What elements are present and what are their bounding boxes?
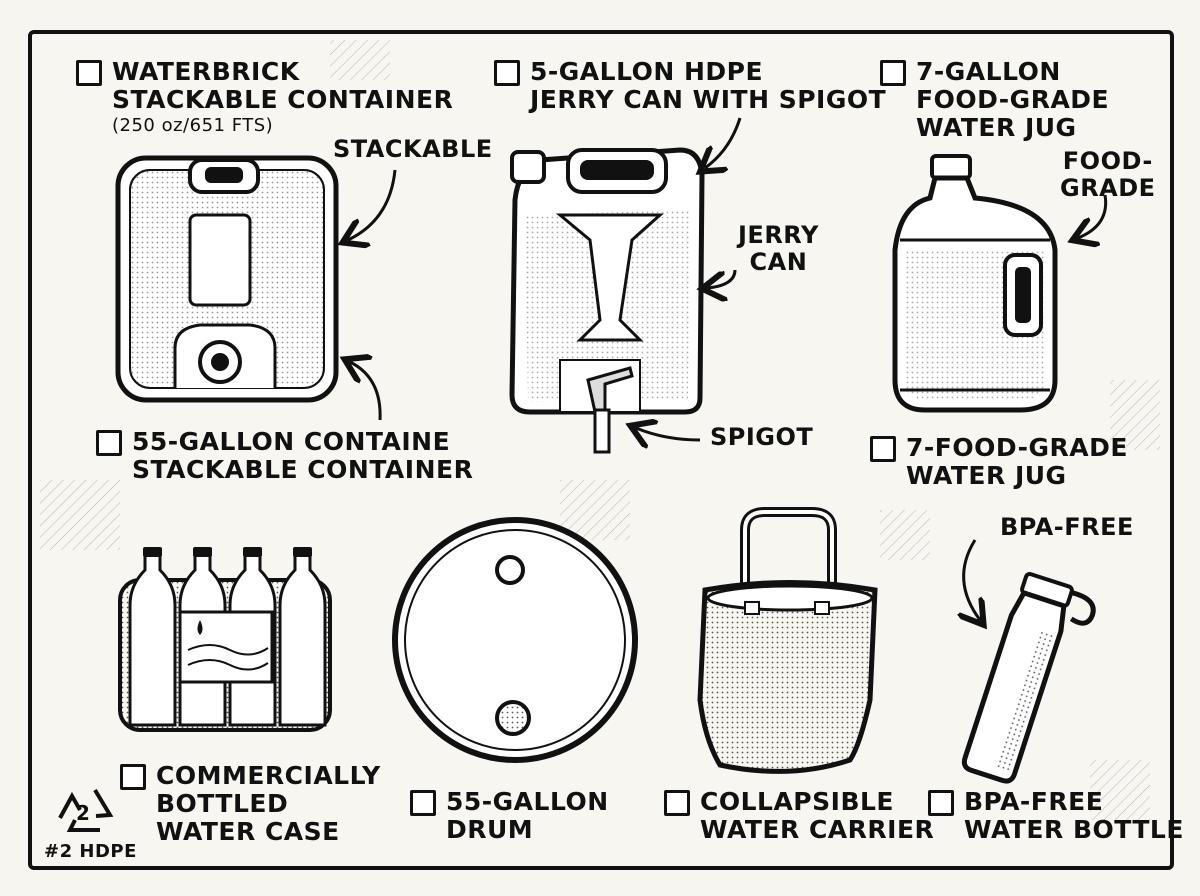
label-line: COLLAPSIBLE (700, 787, 895, 816)
label-drum: 55-GALLON DRUM (410, 788, 609, 844)
callout-line: GRADE (1060, 174, 1156, 202)
label-line: STACKABLE CONTAINER (132, 455, 474, 484)
checkbox-icon[interactable] (664, 790, 690, 816)
checkbox-icon[interactable] (494, 60, 520, 86)
checkbox-icon[interactable] (96, 430, 122, 456)
recycle-caption: #2 HDPE (44, 841, 137, 862)
jug-illustration (892, 154, 1058, 413)
callout-line: JERRY (738, 221, 819, 249)
label-line: 55-GALLON CONTAINE (132, 427, 451, 456)
label-line: WATER CASE (156, 817, 340, 846)
label-waterbrick: WATERBRICK STACKABLE CONTAINER (250 oz/6… (76, 58, 453, 138)
bpa-bottle-illustration (961, 572, 1096, 784)
label-line: DRUM (446, 815, 534, 844)
label-jug: 7-GALLON FOOD-GRADE WATER JUG (880, 58, 1109, 142)
checkbox-icon[interactable] (76, 60, 102, 86)
carrier-illustration (697, 507, 878, 774)
recycle-icon (58, 788, 114, 832)
waterbrick-illustration (115, 155, 339, 403)
checkbox-icon[interactable] (410, 790, 436, 816)
label-55-stackable: 55-GALLON CONTAINE STACKABLE CONTAINER (96, 428, 473, 484)
callout-spigot: SPIGOT (710, 423, 814, 451)
callout-bpa-free: BPA-FREE (1000, 513, 1134, 541)
label-jug-2: 7-FOOD-GRADE WATER JUG (870, 434, 1128, 490)
recycle-number: 2 (76, 801, 91, 825)
label-line: 7-GALLON (916, 57, 1061, 86)
label-jerry-can: 5-GALLON HDPE JERRY CAN WITH SPIGOT (494, 58, 886, 114)
label-carrier: COLLAPSIBLE WATER CARRIER (664, 788, 934, 844)
checkbox-icon[interactable] (880, 60, 906, 86)
label-line: WATER JUG (906, 461, 1067, 490)
callout-food-grade: FOOD- GRADE (1060, 148, 1156, 202)
bottled-water-illustration (118, 547, 332, 732)
label-line: WATER JUG (916, 113, 1077, 142)
callout-line: CAN (749, 248, 808, 276)
callout-stackable: STACKABLE (333, 135, 493, 163)
label-line: STACKABLE CONTAINER (112, 85, 454, 114)
label-line: 55-GALLON (446, 787, 609, 816)
label-bottled-water: COMMERCIALLY BOTTLED WATER CASE (120, 762, 381, 846)
label-line: WATER BOTTLE (964, 815, 1184, 844)
label-line: BOTTLED (156, 789, 289, 818)
label-line: BPA-FREE (964, 787, 1104, 816)
arrow-icon (348, 117, 1108, 620)
checkbox-icon[interactable] (120, 764, 146, 790)
label-line: WATER CARRIER (700, 815, 935, 844)
jerry-can-illustration (509, 147, 705, 454)
label-line: COMMERCIALLY (156, 761, 381, 790)
label-line: FOOD-GRADE (916, 85, 1110, 114)
label-line: WATERBRICK (112, 57, 300, 86)
checkbox-icon[interactable] (870, 436, 896, 462)
callout-jerry-can: JERRY CAN (738, 222, 819, 276)
drum-illustration (392, 517, 638, 763)
label-line: 7-FOOD-GRADE (906, 433, 1128, 462)
checkbox-icon[interactable] (928, 790, 954, 816)
capacity-note: (250 oz/651 FTS) (112, 115, 274, 136)
label-bpa-bottle: BPA-FREE WATER BOTTLE (928, 788, 1184, 844)
hatch-patches (40, 40, 1160, 820)
label-line: 5-GALLON HDPE (530, 57, 764, 86)
callout-line: FOOD- (1062, 147, 1153, 175)
label-line: JERRY CAN WITH SPIGOT (530, 85, 887, 114)
